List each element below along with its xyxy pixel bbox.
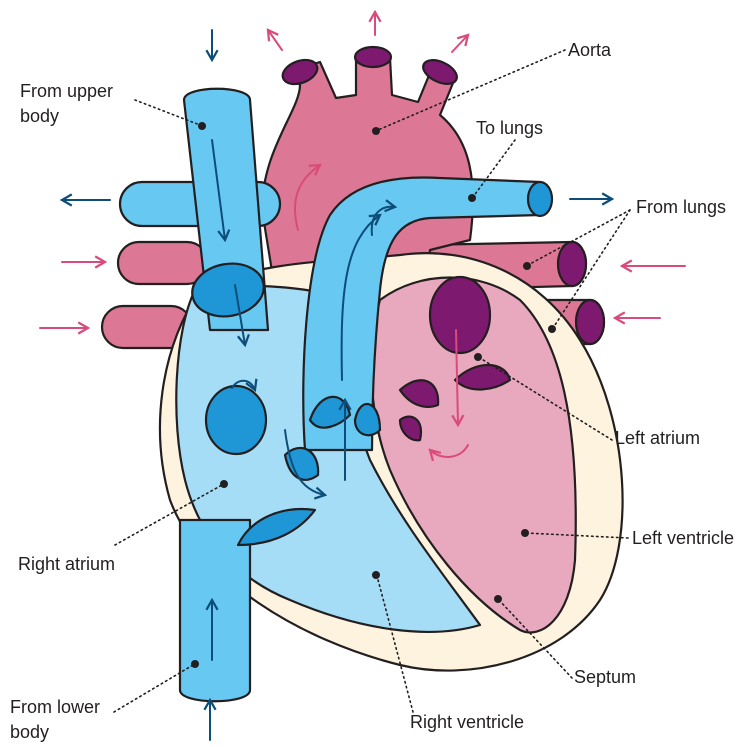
label-from-lungs: From lungs — [636, 197, 726, 217]
label-left-ventricle: Left ventricle — [632, 528, 734, 548]
label-septum: Septum — [574, 667, 636, 687]
label-from-upper-body-line1: From upper — [20, 81, 113, 101]
label-from-lower-body-line1: From lower — [10, 697, 100, 717]
label-from-lower-body-line2: body — [10, 722, 49, 742]
label-from-upper-body-line2: body — [20, 106, 59, 126]
label-right-ventricle: Right ventricle — [410, 712, 524, 732]
label-aorta: Aorta — [568, 40, 612, 60]
label-right-atrium: Right atrium — [18, 554, 115, 574]
label-left-atrium: Left atrium — [615, 428, 700, 448]
label-to-lungs: To lungs — [476, 118, 543, 138]
